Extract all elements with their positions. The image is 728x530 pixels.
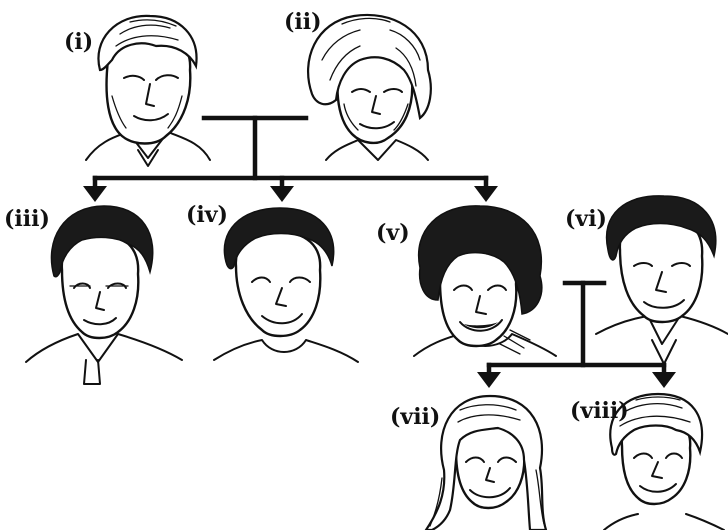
label-viii: (viii) bbox=[570, 398, 629, 424]
person-vii-portrait bbox=[424, 394, 548, 530]
label-i: (i) bbox=[64, 29, 93, 55]
label-iv: (iv) bbox=[186, 202, 228, 228]
label-vi: (vi) bbox=[565, 206, 607, 232]
person-viii-portrait bbox=[603, 392, 725, 530]
person-i-portrait bbox=[85, 14, 211, 167]
person-iii-portrait bbox=[25, 205, 183, 385]
arrow-to-iv bbox=[270, 186, 294, 202]
label-iii: (iii) bbox=[4, 206, 50, 232]
label-vii: (vii) bbox=[390, 404, 440, 430]
arrow-to-vii bbox=[477, 372, 501, 388]
tree-connectors bbox=[83, 115, 676, 388]
label-v: (v) bbox=[376, 220, 410, 246]
person-ii-portrait bbox=[307, 13, 432, 161]
person-iv-portrait bbox=[213, 207, 359, 363]
arrow-to-viii bbox=[652, 372, 676, 388]
arrow-to-v bbox=[474, 186, 498, 202]
label-ii: (ii) bbox=[284, 9, 322, 35]
person-vi-portrait bbox=[595, 195, 728, 365]
arrow-to-iii bbox=[83, 186, 107, 202]
person-v-portrait bbox=[413, 205, 557, 357]
